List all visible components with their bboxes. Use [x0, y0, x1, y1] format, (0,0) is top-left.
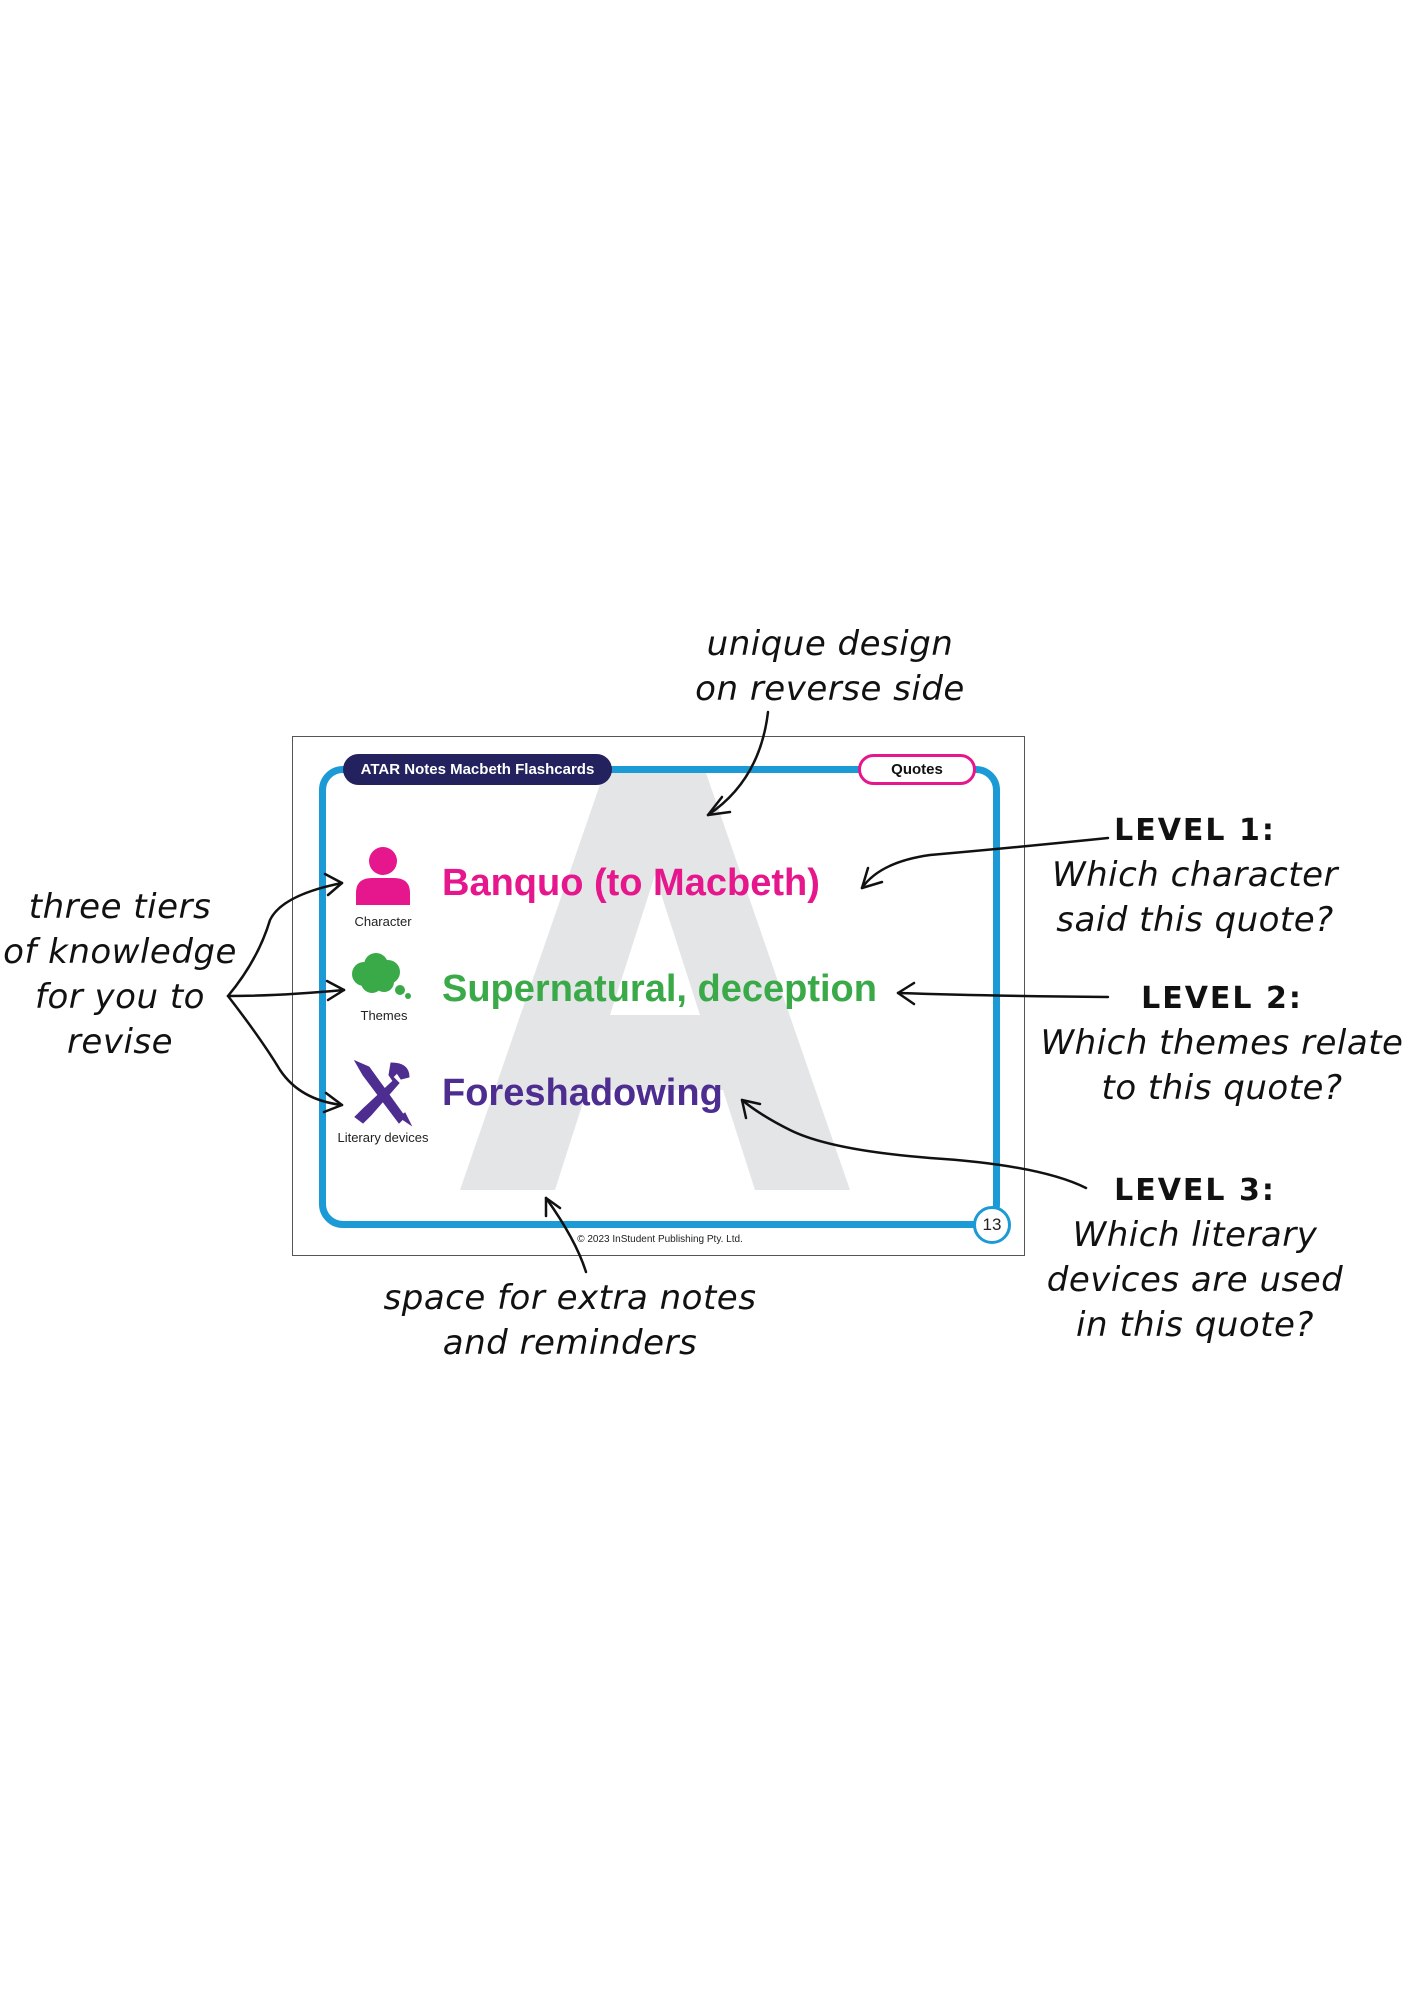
literary-devices-text: Foreshadowing	[442, 1072, 723, 1114]
character-text: Banquo (to Macbeth)	[442, 862, 820, 904]
quill-tools-icon	[353, 1059, 413, 1127]
themes-text: Supernatural, deception	[442, 968, 877, 1010]
note-unique-design: unique design on reverse side	[695, 624, 965, 709]
thought-cloud-icon	[352, 953, 411, 999]
note-level-2: LEVEL 2: Which themes relate to this quo…	[1040, 981, 1404, 1108]
quotes-tag-pill: Quotes	[858, 754, 976, 785]
watermark-letter	[460, 770, 850, 1190]
note-three-tiers: three tiers of knowledge for you to revi…	[3, 887, 237, 1062]
person-icon	[356, 847, 410, 905]
card-title-pill: ATAR Notes Macbeth Flashcards	[343, 754, 612, 785]
note-extra-space: space for extra notes and reminders	[383, 1278, 757, 1363]
page-number-badge: 13	[973, 1206, 1011, 1244]
note-level-3: LEVEL 3: Which literary devices are used…	[1046, 1173, 1344, 1345]
note-level-1: LEVEL 1: Which character said this quote…	[1052, 813, 1338, 940]
character-label: Character	[354, 914, 412, 929]
literary-devices-label: Literary devices	[337, 1130, 429, 1145]
themes-label: Themes	[360, 1008, 408, 1023]
copyright: © 2023 InStudent Publishing Pty. Ltd.	[577, 1234, 743, 1245]
